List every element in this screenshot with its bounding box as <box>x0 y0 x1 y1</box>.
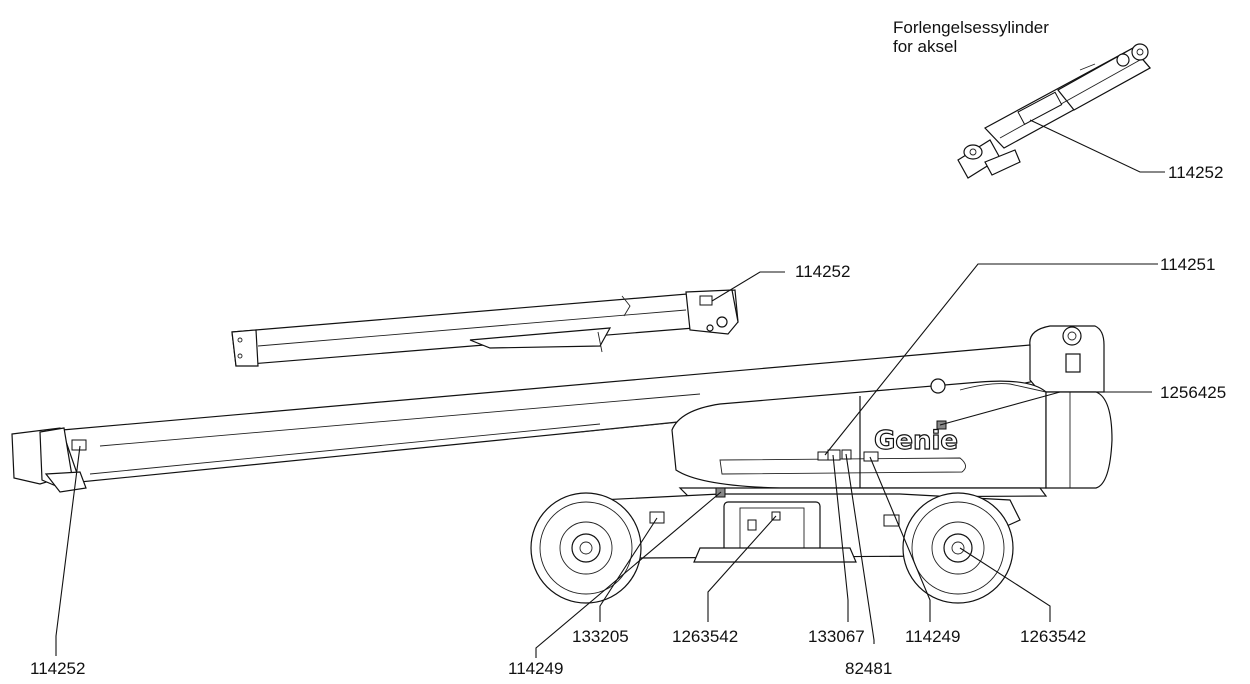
callout-labels: 114252 114252 114251 1256425 114252 1142… <box>30 163 1226 678</box>
callout-jib: 114252 <box>795 262 850 281</box>
callout-wheel-left: 133205 <box>572 627 629 646</box>
turntable: Genie <box>671 325 1113 499</box>
title-line-2: for aksel <box>893 37 957 56</box>
callout-chassis-left: 114249 <box>508 659 563 678</box>
callout-boom-tip: 114252 <box>30 659 85 678</box>
callout-turntable-a: 133067 <box>808 627 865 646</box>
left-wheel <box>530 492 642 604</box>
callout-wheel-right: 1263542 <box>1020 627 1086 646</box>
callout-chassis-right: 114249 <box>905 627 960 646</box>
callout-cylinder: 114252 <box>1168 163 1223 182</box>
callout-turntable-b: 82481 <box>845 659 892 678</box>
genie-logo: Genie <box>874 426 958 456</box>
leader-lines <box>55 119 1165 658</box>
jib-boom <box>231 289 739 367</box>
right-wheel <box>902 492 1014 604</box>
callout-turntable-top: 114251 <box>1160 255 1215 274</box>
callout-cover-rear: 1256425 <box>1160 383 1226 402</box>
axle-extension-cylinder <box>957 43 1151 179</box>
callout-axle-center: 1263542 <box>672 627 738 646</box>
title-line-1: Forlengelsessylinder <box>893 18 1049 37</box>
